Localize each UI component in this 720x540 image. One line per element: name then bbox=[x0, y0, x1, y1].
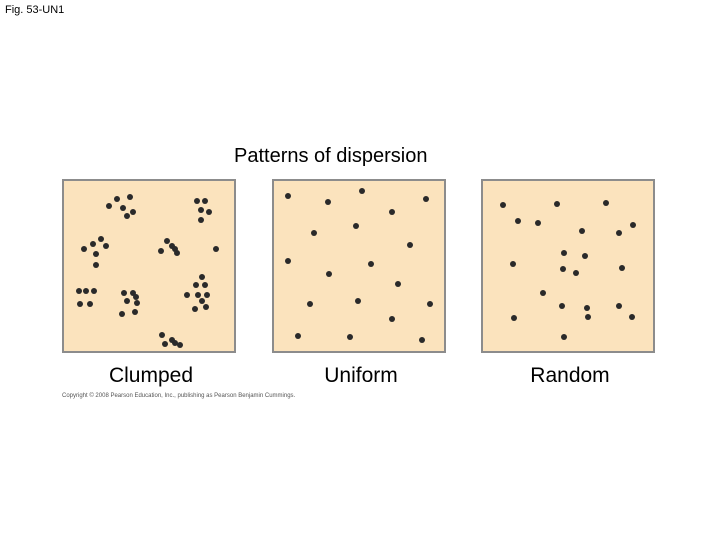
individual-dot bbox=[90, 241, 96, 247]
individual-dot bbox=[629, 314, 635, 320]
individual-dot bbox=[630, 222, 636, 228]
individual-dot bbox=[192, 306, 198, 312]
individual-dot bbox=[368, 261, 374, 267]
individual-dot bbox=[204, 292, 210, 298]
individual-dot bbox=[535, 220, 541, 226]
individual-dot bbox=[194, 198, 200, 204]
individual-dot bbox=[326, 271, 332, 277]
individual-dot bbox=[132, 309, 138, 315]
individual-dot bbox=[202, 198, 208, 204]
panel-random bbox=[481, 179, 655, 353]
panel-uniform bbox=[272, 179, 446, 353]
individual-dot bbox=[106, 203, 112, 209]
figure-label: Fig. 53-UN1 bbox=[5, 4, 65, 16]
individual-dot bbox=[193, 282, 199, 288]
individual-dot bbox=[203, 304, 209, 310]
individual-dot bbox=[127, 194, 133, 200]
individual-dot bbox=[311, 230, 317, 236]
individual-dot bbox=[77, 301, 83, 307]
individual-dot bbox=[500, 202, 506, 208]
individual-dot bbox=[561, 250, 567, 256]
individual-dot bbox=[515, 218, 521, 224]
individual-dot bbox=[423, 196, 429, 202]
individual-dot bbox=[199, 274, 205, 280]
individual-dot bbox=[347, 334, 353, 340]
panel-clumped bbox=[62, 179, 236, 353]
individual-dot bbox=[559, 303, 565, 309]
individual-dot bbox=[355, 298, 361, 304]
individual-dot bbox=[353, 223, 359, 229]
individual-dot bbox=[174, 250, 180, 256]
individual-dot bbox=[91, 288, 97, 294]
individual-dot bbox=[124, 213, 130, 219]
label-clumped: Clumped bbox=[108, 364, 194, 387]
individual-dot bbox=[510, 261, 516, 267]
individual-dot bbox=[585, 314, 591, 320]
individual-dot bbox=[511, 315, 517, 321]
individual-dot bbox=[619, 265, 625, 271]
individual-dot bbox=[285, 258, 291, 264]
individual-dot bbox=[130, 209, 136, 215]
individual-dot bbox=[199, 298, 205, 304]
individual-dot bbox=[427, 301, 433, 307]
individual-dot bbox=[573, 270, 579, 276]
individual-dot bbox=[206, 209, 212, 215]
individual-dot bbox=[213, 246, 219, 252]
individual-dot bbox=[295, 333, 301, 339]
individual-dot bbox=[93, 262, 99, 268]
individual-dot bbox=[184, 292, 190, 298]
individual-dot bbox=[582, 253, 588, 259]
individual-dot bbox=[195, 292, 201, 298]
individual-dot bbox=[119, 311, 125, 317]
label-random: Random bbox=[530, 364, 610, 387]
individual-dot bbox=[202, 282, 208, 288]
individual-dot bbox=[325, 199, 331, 205]
individual-dot bbox=[307, 301, 313, 307]
label-uniform: Uniform bbox=[324, 364, 398, 387]
individual-dot bbox=[159, 332, 165, 338]
individual-dot bbox=[162, 341, 168, 347]
individual-dot bbox=[133, 294, 139, 300]
individual-dot bbox=[579, 228, 585, 234]
individual-dot bbox=[198, 217, 204, 223]
individual-dot bbox=[616, 230, 622, 236]
individual-dot bbox=[560, 266, 566, 272]
individual-dot bbox=[76, 288, 82, 294]
individual-dot bbox=[114, 196, 120, 202]
individual-dot bbox=[177, 342, 183, 348]
individual-dot bbox=[419, 337, 425, 343]
uniform-dots bbox=[285, 188, 433, 343]
individual-dot bbox=[93, 251, 99, 257]
copyright-notice: Copyright © 2008 Pearson Education, Inc.… bbox=[62, 393, 296, 399]
individual-dot bbox=[98, 236, 104, 242]
individual-dot bbox=[603, 200, 609, 206]
individual-dot bbox=[584, 305, 590, 311]
diagram-title: Patterns of dispersion bbox=[234, 145, 428, 167]
individual-dot bbox=[164, 238, 170, 244]
individual-dot bbox=[120, 205, 126, 211]
individual-dot bbox=[561, 334, 567, 340]
individual-dot bbox=[285, 193, 291, 199]
individual-dot bbox=[540, 290, 546, 296]
individual-dot bbox=[395, 281, 401, 287]
individual-dot bbox=[134, 300, 140, 306]
individual-dot bbox=[407, 242, 413, 248]
individual-dot bbox=[83, 288, 89, 294]
individual-dot bbox=[616, 303, 622, 309]
individual-dot bbox=[103, 243, 109, 249]
individual-dot bbox=[124, 298, 130, 304]
individual-dot bbox=[389, 209, 395, 215]
individual-dot bbox=[389, 316, 395, 322]
individual-dot bbox=[121, 290, 127, 296]
random-dots bbox=[500, 200, 636, 340]
individual-dot bbox=[359, 188, 365, 194]
individual-dot bbox=[172, 340, 178, 346]
clumped-dots bbox=[76, 194, 219, 348]
individual-dot bbox=[554, 201, 560, 207]
individual-dot bbox=[81, 246, 87, 252]
individual-dot bbox=[158, 248, 164, 254]
individual-dot bbox=[198, 207, 204, 213]
individual-dot bbox=[87, 301, 93, 307]
